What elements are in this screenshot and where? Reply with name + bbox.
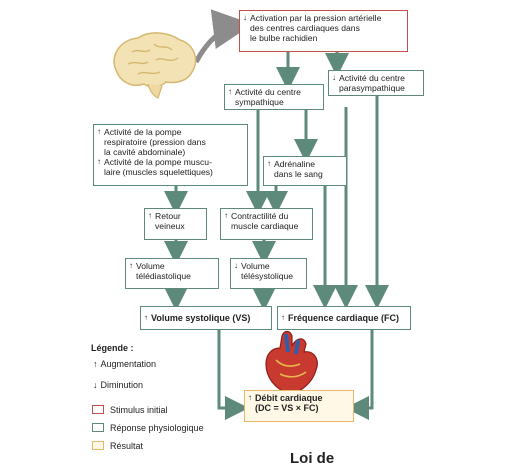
legend-result-label: Résultat <box>110 441 144 451</box>
arrow-up-icon: ↑ <box>281 313 285 322</box>
node-cardiac-output: ↑ Débit cardiaque (DC = VS × FC) <box>244 390 354 422</box>
brain-icon <box>113 32 197 99</box>
node-stroke-volume: ↑ Volume systolique (VS) <box>140 306 272 330</box>
pump-respiratory: ↑ Activité de la pompe respiratoire (pre… <box>97 127 206 157</box>
heart-icon <box>265 330 318 395</box>
edge-sv-co <box>217 330 249 420</box>
arrow-up-icon: ↑ <box>267 159 271 168</box>
node-venous-return: ↑ Retour veineux <box>144 208 207 240</box>
node-pumps: ↑ Activité de la pompe respiratoire (pre… <box>93 124 248 186</box>
arrow-down-icon: ↓ <box>234 261 238 270</box>
pump-muscular-label: Activité de la pompe muscu- laire (muscl… <box>104 157 213 177</box>
pump-respiratory-label: Activité de la pompe respiratoire (press… <box>104 127 206 157</box>
arrow-down-icon: ↓ <box>243 13 247 22</box>
legend-swatch-result <box>92 441 104 450</box>
legend-increase-label: Augmentation <box>100 359 157 369</box>
node-sympathetic: ↑ Activité du centre sympathique <box>224 84 324 110</box>
arrow-up-icon: ↑ <box>224 211 228 220</box>
arrow-up-icon: ↑ <box>93 359 98 369</box>
pump-muscular: ↑ Activité de la pompe muscu- laire (mus… <box>97 157 213 177</box>
legend-increase: ↑ Augmentation <box>93 359 156 369</box>
legend-decrease-label: Diminution <box>100 380 144 390</box>
node-sympathetic-label: Activité du centre sympathique <box>235 87 301 107</box>
legend-stimulus-label: Stimulus initial <box>110 405 168 415</box>
node-heart-rate: ↑ Fréquence cardiaque (FC) <box>277 306 411 330</box>
arrow-up-icon: ↑ <box>228 87 232 96</box>
arrow-up-icon: ↑ <box>148 211 152 220</box>
node-edv-label: Volume télédiastolique <box>136 261 191 281</box>
arrow-up-icon: ↑ <box>248 393 252 402</box>
node-end-diastolic-volume: ↑ Volume télédiastolique <box>125 258 219 289</box>
arrow-up-icon: ↑ <box>97 157 101 166</box>
node-heart-rate-label: Fréquence cardiaque (FC) <box>288 313 400 323</box>
arrow-up-icon: ↑ <box>97 127 101 136</box>
node-venous-return-label: Retour veineux <box>155 211 185 231</box>
node-end-systolic-volume: ↓ Volume télésystolique <box>230 258 307 289</box>
node-contractility: ↑ Contractilité du muscle cardiaque <box>220 208 313 240</box>
arrow-down-icon: ↓ <box>332 73 336 82</box>
node-contractility-label: Contractilité du muscle cardiaque <box>231 211 299 231</box>
legend-decrease: ↓ Diminution <box>93 380 143 390</box>
legend-title: Légende : <box>91 343 134 353</box>
node-stroke-volume-label: Volume systolique (VS) <box>151 313 251 323</box>
caption: Loi de <box>290 450 335 467</box>
node-stimulus-label: Activation par la pression artérielle de… <box>250 13 382 43</box>
arrow-up-icon: ↑ <box>144 313 148 322</box>
node-adrenaline: ↑ Adrénaline dans le sang <box>263 156 347 186</box>
edge-hr-co <box>345 330 374 420</box>
node-parasympathetic: ↓ Activité du centre parasympathique <box>328 70 424 96</box>
legend-swatch-response <box>92 423 104 432</box>
arrow-up-icon: ↑ <box>129 261 133 270</box>
node-esv-label: Volume télésystolique <box>241 261 294 281</box>
node-parasympathetic-label: Activité du centre parasympathique <box>339 73 405 93</box>
node-stimulus: ↓ Activation par la pression artérielle … <box>239 10 408 52</box>
arrow-down-icon: ↓ <box>93 380 98 390</box>
legend-response-label: Réponse physiologique <box>110 423 204 433</box>
node-adrenaline-label: Adrénaline dans le sang <box>274 159 323 179</box>
node-cardiac-output-label: Débit cardiaque (DC = VS × FC) <box>255 393 323 413</box>
brain-arrow <box>193 9 253 64</box>
legend-swatch-stimulus <box>92 405 104 414</box>
